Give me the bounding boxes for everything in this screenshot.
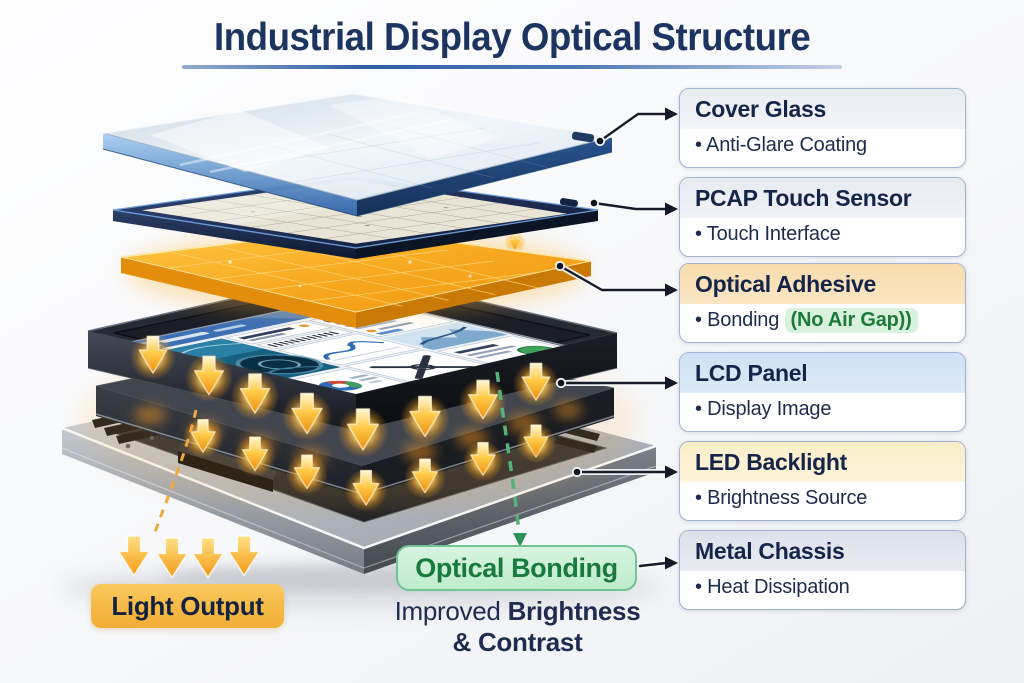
label-bullet: • Anti-Glare Coating (680, 129, 965, 167)
label-bullet-text: • Touch Interface (695, 223, 841, 245)
green-arrowhead-icon (513, 533, 527, 547)
label-title: PCAP Touch Sensor (680, 178, 965, 218)
label-title: Metal Chassis (680, 531, 965, 571)
label-bullet-text: • Bonding (695, 309, 785, 331)
leader-line-chassis (638, 561, 668, 568)
label-bullet-text: • Display Image (695, 398, 832, 420)
label-pcap-touch-sensor: PCAP Touch Sensor • Touch Interface (679, 177, 966, 257)
label-bullet: • Bonding (No Air Gap)) (680, 304, 965, 342)
header: Industrial Display Optical Structure (0, 16, 1024, 69)
label-bullet-text: • Brightness Source (695, 487, 868, 509)
page-title: Industrial Display Optical Structure (213, 16, 811, 59)
label-bullet: • Heat Dissipation (680, 571, 965, 609)
leader-line-cover-glass (598, 112, 668, 143)
label-led-backlight: LED Backlight • Brightness Source (679, 441, 966, 521)
light-output-badge: Light Output (91, 584, 284, 628)
leader-lines (554, 107, 678, 570)
glass-fpc-tab (571, 131, 595, 143)
caption-improved: Improved (394, 596, 501, 626)
optical-bonding-label: Optical Bonding (415, 552, 618, 583)
caption-line-2: & Contrast (452, 627, 583, 657)
leader-dots (554, 135, 606, 478)
optical-bonding-badge: Optical Bonding (396, 545, 637, 591)
label-bullet-text: • Heat Dissipation (695, 576, 850, 598)
leader-line-adhesive (558, 264, 668, 292)
label-metal-chassis: Metal Chassis • Heat Dissipation (679, 530, 966, 610)
light-output-label: Light Output (111, 590, 264, 621)
label-cover-glass: Cover Glass • Anti-Glare Coating (679, 88, 966, 168)
label-bullet-text: • Anti-Glare Coating (695, 134, 867, 156)
label-lcd-panel: LCD Panel • Display Image (679, 352, 966, 432)
touch-fpc-tab (559, 198, 578, 207)
light-output-dashed-line (151, 409, 198, 539)
leader-line-touch-sensor (592, 201, 668, 211)
label-title: Optical Adhesive (680, 264, 965, 304)
label-bullet-highlight: (No Air Gap)) (784, 308, 918, 333)
optical-bonding-dashed-line (495, 371, 521, 533)
optical-adhesive-layer (120, 226, 592, 328)
label-title: Cover Glass (680, 89, 965, 129)
title-underline (182, 65, 842, 69)
label-optical-adhesive: Optical Adhesive • Bonding (No Air Gap)) (679, 263, 966, 343)
label-title: LCD Panel (680, 353, 965, 393)
cover-glass-layer (102, 91, 613, 217)
label-bullet: • Display Image (680, 393, 965, 431)
label-bullet: • Touch Interface (680, 218, 965, 256)
label-bullet: • Brightness Source (680, 482, 965, 520)
label-title: LED Backlight (680, 442, 965, 482)
leader-arrowhead-icons (665, 107, 678, 570)
caption-brightness: Brightness (507, 596, 641, 626)
